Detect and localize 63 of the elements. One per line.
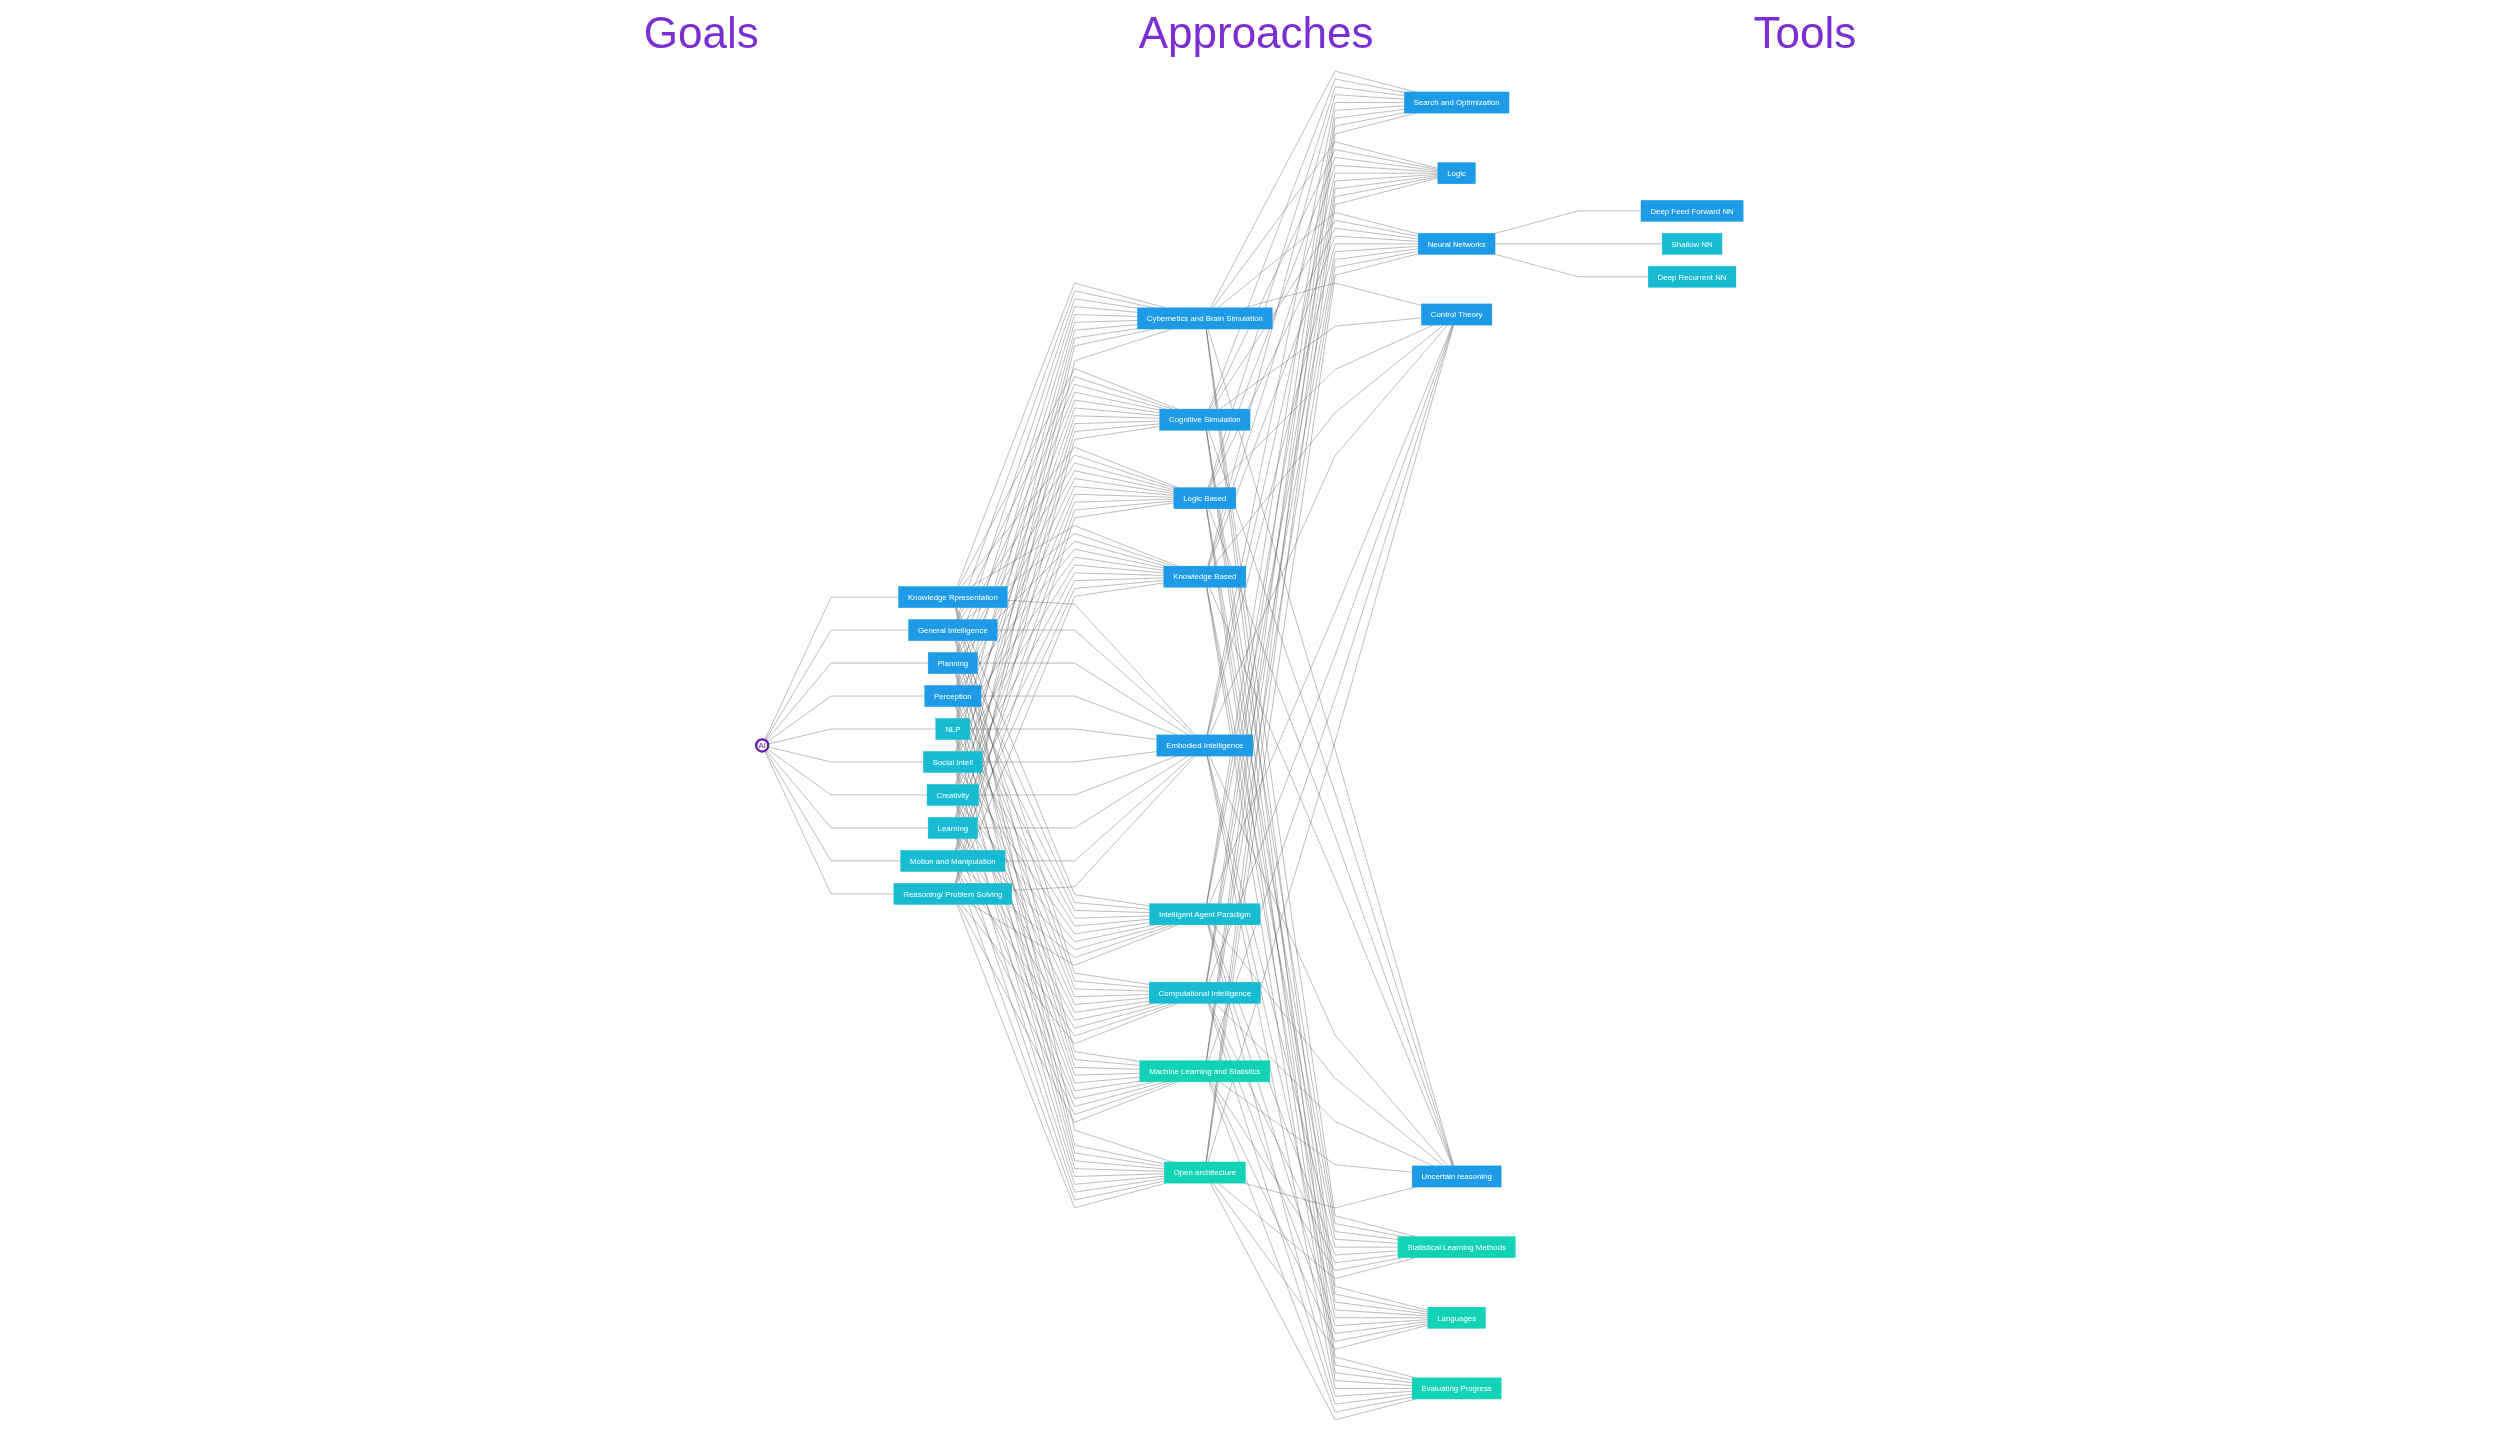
connector bbox=[1219, 1081, 1413, 1173]
connector bbox=[1005, 755, 1194, 862]
connector bbox=[767, 695, 926, 743]
connector bbox=[961, 549, 1165, 686]
connector bbox=[766, 749, 929, 829]
column-heading: Approaches bbox=[1138, 8, 1374, 59]
connector bbox=[1207, 755, 1399, 1248]
connector bbox=[1209, 755, 1449, 1167]
column-heading: Goals bbox=[643, 8, 759, 59]
connector bbox=[1207, 243, 1419, 736]
connector bbox=[958, 368, 1179, 587]
connector bbox=[1212, 1182, 1429, 1350]
connector bbox=[1218, 212, 1419, 309]
connector bbox=[1209, 235, 1419, 567]
connector bbox=[982, 751, 1158, 763]
connector bbox=[765, 750, 902, 862]
column-heading: Tools bbox=[1753, 8, 1857, 59]
connector bbox=[1212, 141, 1439, 309]
connector bbox=[958, 572, 1165, 785]
connector bbox=[768, 746, 924, 763]
connector bbox=[958, 772, 1150, 1013]
connector bbox=[1219, 317, 1422, 410]
connector bbox=[970, 728, 1158, 740]
connector bbox=[1208, 1003, 1413, 1405]
connector bbox=[997, 629, 1194, 736]
connector bbox=[961, 447, 1179, 587]
connector bbox=[1207, 173, 1439, 736]
connector bbox=[1209, 157, 1439, 488]
connector bbox=[764, 750, 895, 895]
connector bbox=[1007, 600, 1196, 736]
connector bbox=[1209, 924, 1399, 1256]
connector bbox=[1211, 220, 1419, 410]
connector bbox=[765, 629, 910, 741]
connector bbox=[1208, 165, 1439, 567]
connector bbox=[1209, 1081, 1413, 1413]
connector bbox=[960, 556, 1165, 719]
connector bbox=[1209, 78, 1405, 410]
connector bbox=[1207, 755, 1429, 1318]
connector bbox=[960, 772, 1151, 935]
connector bbox=[1209, 324, 1449, 736]
connector bbox=[768, 728, 937, 745]
connector bbox=[1210, 1081, 1429, 1342]
connector bbox=[959, 564, 1165, 752]
connector bbox=[1207, 755, 1413, 1389]
connector bbox=[1213, 324, 1445, 567]
connector bbox=[958, 904, 1179, 1123]
connector bbox=[766, 662, 929, 742]
connector bbox=[977, 662, 1189, 736]
connector bbox=[961, 904, 1179, 1044]
connector bbox=[1208, 86, 1405, 488]
connector bbox=[1210, 149, 1439, 410]
connector bbox=[1218, 1182, 1417, 1279]
connector bbox=[1207, 94, 1405, 567]
connector bbox=[764, 596, 899, 741]
connector bbox=[959, 739, 1151, 927]
connector bbox=[1210, 227, 1419, 488]
connector bbox=[1207, 924, 1413, 1397]
connector bbox=[1011, 755, 1196, 891]
connector bbox=[1209, 1003, 1429, 1334]
connector bbox=[977, 755, 1189, 829]
connector bbox=[1210, 1003, 1399, 1264]
connector bbox=[767, 748, 928, 796]
connector bbox=[1208, 924, 1429, 1326]
